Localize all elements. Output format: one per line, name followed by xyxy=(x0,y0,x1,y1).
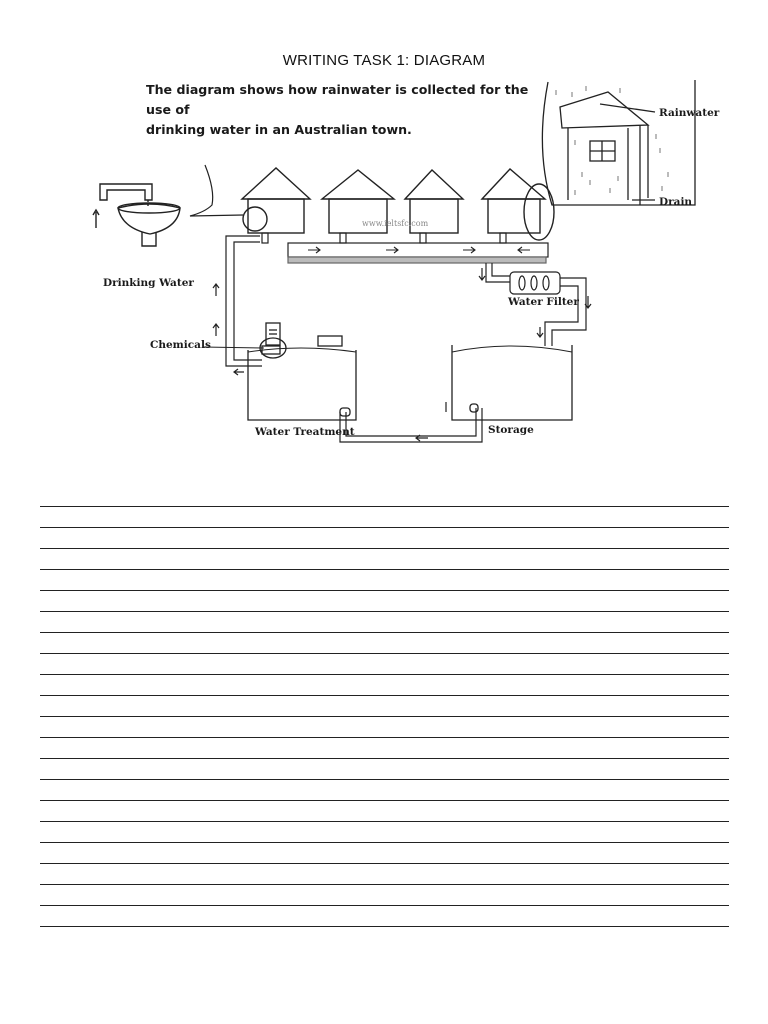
answer-line xyxy=(40,884,729,905)
rainwater-label: Rainwater xyxy=(659,107,720,119)
house-1 xyxy=(240,167,312,234)
answer-line xyxy=(40,548,729,569)
answer-line xyxy=(40,821,729,842)
house-3 xyxy=(403,169,465,234)
answer-line xyxy=(40,611,729,632)
answer-line xyxy=(40,905,729,926)
task-description-line-2: drinking water in an Australian town. xyxy=(146,122,412,137)
drain-connection-circle xyxy=(242,206,268,232)
house-drain-highlight xyxy=(523,183,555,241)
storage-tank xyxy=(451,345,573,421)
water-treatment-tank xyxy=(247,322,357,421)
watermark-text: www.ieltsfc.com xyxy=(362,219,429,228)
answer-line xyxy=(40,800,729,821)
filter-pipe xyxy=(478,263,592,346)
answer-line xyxy=(40,758,729,779)
house-2 xyxy=(320,169,396,234)
answer-line xyxy=(40,842,729,863)
answer-line xyxy=(40,632,729,653)
drinking-water-label: Drinking Water xyxy=(103,277,194,289)
return-pipe xyxy=(339,402,483,443)
chemicals-label: Chemicals xyxy=(150,339,211,351)
rain-drops xyxy=(555,86,669,195)
answer-line xyxy=(40,737,729,758)
storage-label: Storage xyxy=(488,424,534,436)
drinking-water-basin xyxy=(92,183,181,247)
flow-arrows-right xyxy=(308,246,530,254)
answer-line xyxy=(40,695,729,716)
speech-bubble xyxy=(189,164,244,217)
supply-pipe xyxy=(212,235,262,376)
answer-line xyxy=(40,674,729,695)
answer-line xyxy=(40,569,729,590)
rainwater-inset xyxy=(541,80,696,206)
answer-lines xyxy=(40,506,729,947)
rainwater-diagram: Drinking Water www.ieltsfc.com xyxy=(92,80,720,443)
water-filter-label: Water Filter xyxy=(507,296,579,308)
water-treatment-label: Water Treatment xyxy=(254,426,355,438)
answer-line xyxy=(40,716,729,737)
answer-line xyxy=(40,527,729,548)
houses xyxy=(240,167,547,234)
answer-line xyxy=(40,653,729,674)
page-title: WRITING TASK 1: DIAGRAM xyxy=(282,52,486,69)
answer-line xyxy=(40,779,729,800)
house-4 xyxy=(480,168,547,234)
collection-pipe xyxy=(261,232,549,264)
task-description-line-1: The diagram shows how rainwater is colle… xyxy=(146,82,529,117)
task-description: The diagram shows how rainwater is colle… xyxy=(146,80,546,140)
drain-label: Drain xyxy=(659,196,692,208)
answer-line xyxy=(40,506,729,527)
answer-line xyxy=(40,926,729,947)
answer-line xyxy=(40,590,729,611)
answer-line xyxy=(40,863,729,884)
